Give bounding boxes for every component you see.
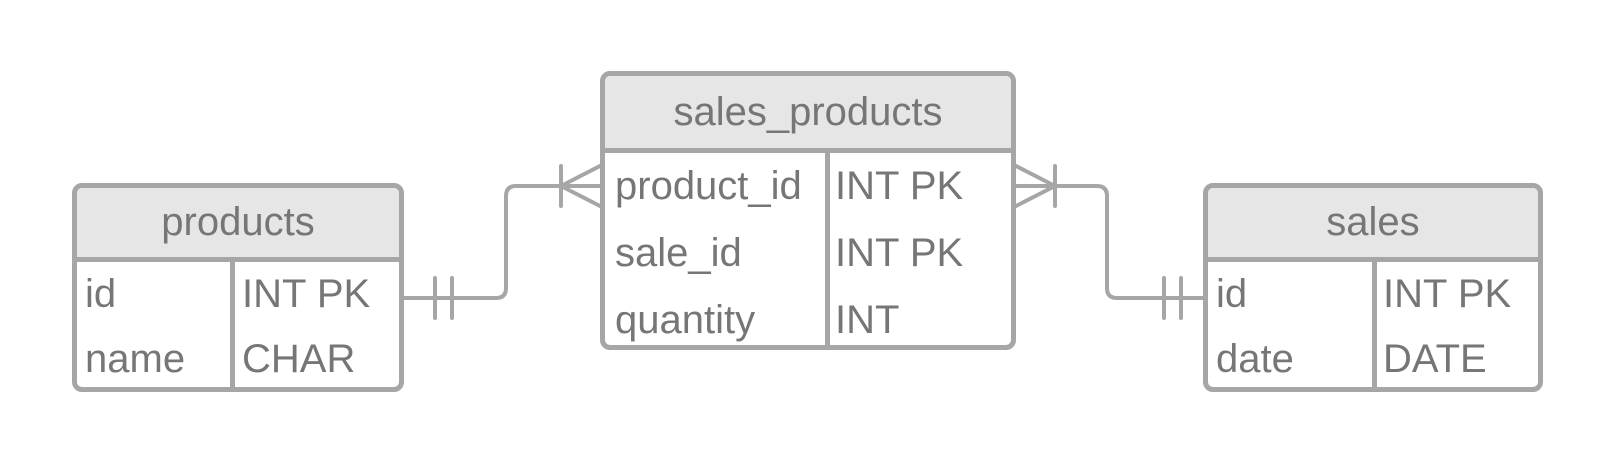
field-name: id — [1216, 272, 1248, 316]
entity-row: quantity INT — [605, 287, 1011, 345]
crowfoot-upper-sale-side — [1014, 164, 1057, 188]
crowfoot-lower-product-id — [559, 184, 602, 208]
entity-row: id INT PK — [1208, 262, 1538, 327]
field-type: CHAR — [242, 337, 356, 381]
field-type: INT PK — [1383, 272, 1512, 316]
crowfoot-lower-sale-side — [1014, 184, 1057, 208]
column-divider — [825, 153, 830, 345]
entity-row: product_id INT PK — [605, 153, 1011, 220]
entity-header: sales_products — [605, 76, 1011, 153]
field-name: name — [85, 337, 186, 381]
entity-body: id INT PK name CHAR — [77, 262, 399, 387]
entity-sales[interactable]: sales id INT PK date DATE — [1203, 183, 1543, 392]
column-divider — [1372, 262, 1377, 387]
relationship-line-products-sales-products — [402, 184, 602, 300]
field-type: DATE — [1383, 337, 1487, 381]
field-name: sale_id — [615, 231, 742, 275]
entity-row: id INT PK — [77, 262, 399, 327]
entity-body: product_id INT PK sale_id INT PK quantit… — [605, 153, 1011, 345]
field-type: INT PK — [242, 272, 371, 316]
entity-header: sales — [1208, 188, 1538, 262]
column-divider — [230, 262, 235, 387]
entity-row: sale_id INT PK — [605, 220, 1011, 287]
entity-body: id INT PK date DATE — [1208, 262, 1538, 387]
entity-row: name CHAR — [77, 327, 399, 387]
entity-sales-products[interactable]: sales_products product_id INT PK sale_id… — [600, 71, 1016, 350]
field-name: date — [1216, 337, 1294, 381]
relationship-line-sales-sales-products — [1014, 184, 1205, 300]
crowfoot-upper-product-id — [559, 164, 602, 188]
field-name: id — [85, 272, 117, 316]
entity-header: products — [77, 188, 399, 262]
field-name: product_id — [615, 164, 802, 208]
entity-products[interactable]: products id INT PK name CHAR — [72, 183, 404, 392]
field-type: INT PK — [835, 164, 964, 208]
field-type: INT PK — [835, 231, 964, 275]
field-name: quantity — [615, 298, 756, 342]
field-type: INT — [835, 298, 900, 342]
entity-row: date DATE — [1208, 327, 1538, 387]
